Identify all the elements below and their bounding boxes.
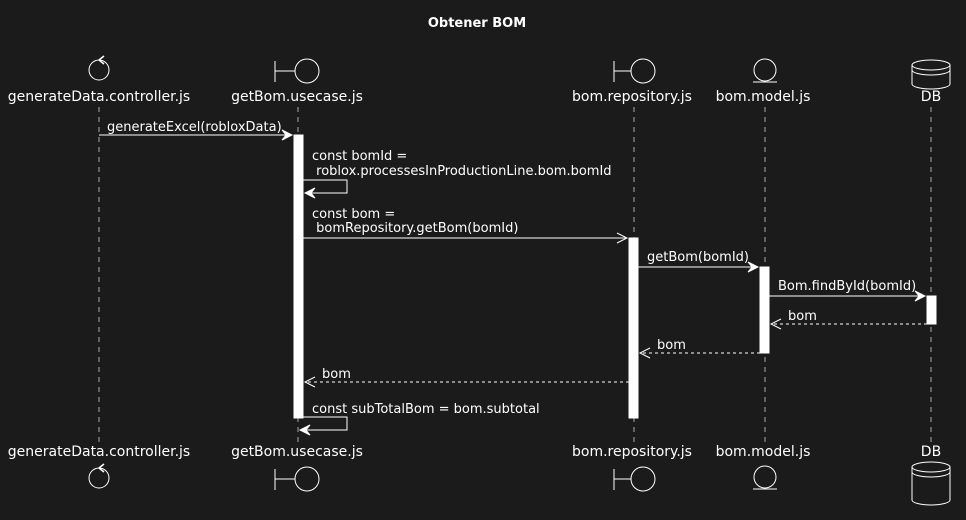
activation-db xyxy=(926,295,937,325)
participant-db-top: DB xyxy=(911,59,951,105)
participant-repository-bottom: bom.repository.js xyxy=(572,444,692,492)
participant-label: generateData.controller.js xyxy=(8,89,190,105)
message-return-model: bom xyxy=(638,338,760,359)
message-label: roblox.processesInProductionLine.bom.bom… xyxy=(312,164,612,179)
entity-icon xyxy=(753,465,777,490)
message-const-subtotal: const subTotalBom = bom.subtotal xyxy=(298,402,540,436)
control-icon xyxy=(88,55,110,81)
participant-model-top: bom.model.js xyxy=(716,58,811,105)
message-label: bom xyxy=(322,367,351,382)
message-generate-excel: generateExcel(robloxData) xyxy=(99,120,294,141)
message-label: const subTotalBom = bom.subtotal xyxy=(312,402,540,417)
message-label: bom xyxy=(657,338,686,353)
message-label: Bom.findById(bomId) xyxy=(778,279,916,294)
boundary-icon xyxy=(274,58,320,84)
message-label: getBom(bomId) xyxy=(647,250,749,265)
participant-label: generateData.controller.js xyxy=(8,444,190,460)
activation-usecase xyxy=(293,134,304,419)
participant-usecase-bottom: getBom.usecase.js xyxy=(231,444,363,492)
participant-label: bom.model.js xyxy=(716,89,811,105)
message-label: const bomId = xyxy=(312,149,407,164)
boundary-icon xyxy=(274,466,320,492)
message-label: const bom = xyxy=(312,207,395,222)
message-label: bomRepository.getBom(bomId) xyxy=(312,221,518,236)
boundary-icon xyxy=(613,466,656,492)
database-icon xyxy=(911,461,951,506)
participant-model-bottom: bom.model.js xyxy=(716,444,811,490)
participant-label: DB xyxy=(921,89,941,105)
message-find-by-id: Bom.findById(bomId) xyxy=(769,279,927,302)
participant-label: DB xyxy=(921,444,941,460)
participant-controller-top: generateData.controller.js xyxy=(8,55,190,105)
database-icon xyxy=(911,59,951,90)
participant-label: bom.model.js xyxy=(716,444,811,460)
message-return-db: bom xyxy=(769,309,927,330)
message-get-bom-repository: const bom = bomRepository.getBom(bomId) xyxy=(303,207,629,244)
participant-label: getBom.usecase.js xyxy=(231,89,363,105)
message-label: bom xyxy=(788,309,817,324)
boundary-icon xyxy=(613,58,656,84)
activations xyxy=(293,134,937,419)
participant-db-bottom: DB xyxy=(911,444,951,506)
diagram-title: Obtener BOM xyxy=(428,16,526,31)
activation-repository xyxy=(628,237,639,419)
participant-label: bom.repository.js xyxy=(572,89,692,105)
participant-label: bom.repository.js xyxy=(572,444,692,460)
participant-label: getBom.usecase.js xyxy=(231,444,363,460)
lifelines xyxy=(98,107,932,442)
control-icon xyxy=(88,463,110,489)
messages: generateExcel(robloxData) const bomId = … xyxy=(99,120,927,436)
message-const-bomid: const bomId = roblox.processesInProducti… xyxy=(303,149,612,199)
message-return-repository: bom xyxy=(303,367,629,388)
activation-model xyxy=(759,266,770,354)
participant-controller-bottom: generateData.controller.js xyxy=(8,444,190,489)
participant-usecase-top: getBom.usecase.js xyxy=(231,58,363,105)
message-get-bom-model: getBom(bomId) xyxy=(638,250,760,273)
entity-icon xyxy=(753,58,777,83)
participant-repository-top: bom.repository.js xyxy=(572,58,692,105)
message-label: generateExcel(robloxData) xyxy=(107,120,282,135)
